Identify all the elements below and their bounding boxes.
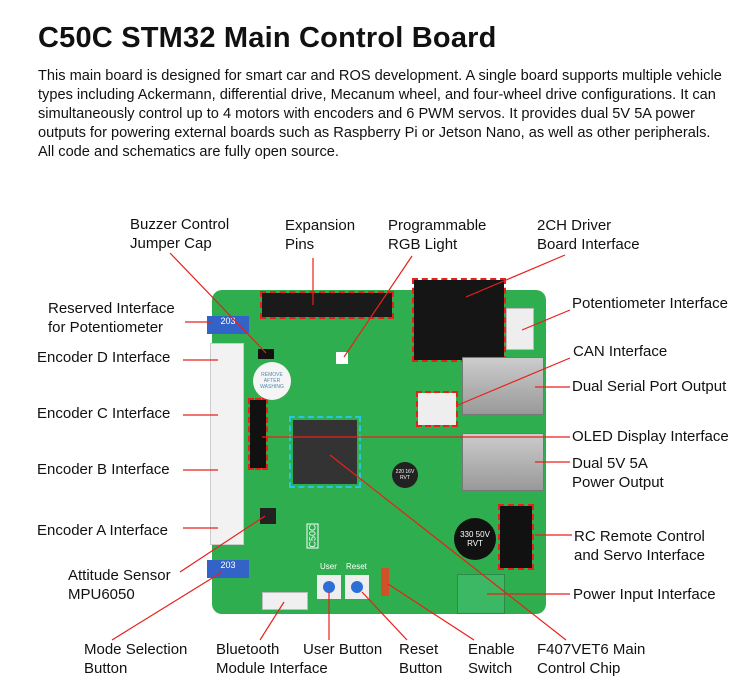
capacitor-small-text: 220 16V RVT xyxy=(395,469,415,481)
potentiometer-connector xyxy=(506,308,534,350)
buzzer-text: REMOVE AFTER WASHING xyxy=(260,372,284,390)
reset-silk: Reset xyxy=(346,562,367,571)
can-connector xyxy=(416,391,458,427)
label-serial: Dual Serial Port Output xyxy=(572,378,727,395)
label-encoder-c: Encoder C Interface xyxy=(37,405,171,422)
pot-value: 203 xyxy=(220,560,236,570)
capacitor-text: 330 50V RVT xyxy=(460,530,490,548)
mcu-chip xyxy=(289,416,361,488)
encoder-connectors xyxy=(210,343,244,545)
page-title: C50C STM32 Main Control Board xyxy=(38,22,497,54)
label-power-input: Power Input Interface xyxy=(573,586,716,603)
imu-chip xyxy=(260,508,276,524)
jumper-cap xyxy=(258,349,274,359)
oled-header xyxy=(248,398,268,470)
label-can: CAN Interface xyxy=(573,343,668,360)
label-encoder-a: Encoder A Interface xyxy=(37,522,168,539)
label-potentiometer: Potentiometer Interface xyxy=(572,295,728,312)
label-oled: OLED Display Interface xyxy=(572,428,729,445)
pot-value: 203 xyxy=(220,316,236,326)
rc-servo-header xyxy=(498,504,534,570)
label-encoder-d: Encoder D Interface xyxy=(37,349,171,366)
description: This main board is designed for smart ca… xyxy=(38,68,722,160)
pot-bottom: 203 xyxy=(207,560,249,578)
bluetooth-connector xyxy=(262,592,308,610)
capacitor-large: 330 50V RVT xyxy=(454,518,496,560)
enable-switch[interactable] xyxy=(381,568,389,596)
expansion-pins xyxy=(260,291,394,319)
capacitor-small: 220 16V RVT xyxy=(392,462,418,488)
driver-board-connector xyxy=(412,278,506,362)
pot-top: 203 xyxy=(207,316,249,334)
buzzer: REMOVE AFTER WASHING xyxy=(253,362,291,400)
label-encoder-b: Encoder B Interface xyxy=(37,461,170,478)
user-silk: User xyxy=(320,562,337,571)
label-user-button: User Button xyxy=(303,641,383,658)
